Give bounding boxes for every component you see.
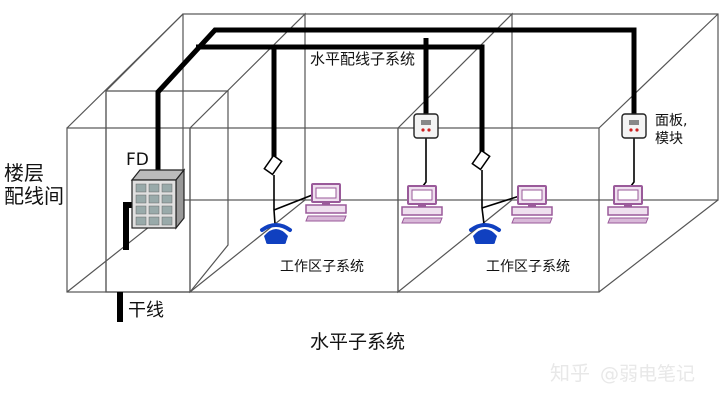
cable-main-trunk: [155, 27, 637, 172]
fd-label: FD: [126, 150, 149, 170]
caption: 水平子系统: [310, 331, 405, 353]
computer-3: [511, 185, 553, 224]
drop-line-4: [627, 138, 635, 191]
watermark-author: @弱电笔记: [600, 363, 695, 385]
computer-4: [607, 185, 649, 224]
work-area-label-1: 工作区子系统: [280, 259, 364, 275]
cable-branch-1: [196, 44, 277, 165]
horizontal-cabling-label: 水平配线子系统: [310, 50, 415, 68]
back-face: [182, 13, 719, 201]
floor-room-label-line1: 楼层: [4, 161, 44, 185]
cable-branch-2: [274, 44, 485, 160]
consolidation-point-2: [471, 149, 491, 171]
floor-room-depth: [105, 13, 184, 92]
depth-edge-top-right: [598, 13, 719, 129]
drop-line-2: [419, 138, 427, 191]
drop-line-3a: [481, 170, 485, 225]
consolidation-point-1: [263, 154, 283, 176]
wall-panel-2: [621, 113, 647, 139]
panel-label-line1: 面板,: [655, 113, 687, 129]
cables: [117, 27, 637, 322]
room-partition-1: [189, 12, 306, 294]
watermark-site: 知乎: [550, 361, 590, 385]
depth-edge-bottom-right: [598, 199, 719, 293]
backbone-label: 干线: [128, 300, 164, 321]
room-partition-2: [397, 12, 513, 294]
fd-cabinet: [130, 168, 186, 230]
floor-room-label-line2: 配线间: [4, 184, 64, 208]
wall-panel-1: [413, 113, 439, 139]
telephone-icon: [469, 223, 501, 244]
panel-label-line2: 模块: [655, 131, 683, 147]
computer-2: [401, 185, 443, 224]
computer-1: [305, 183, 347, 222]
front-face: [66, 127, 600, 293]
work-area-label-2: 工作区子系统: [486, 259, 570, 275]
telephone-icon: [260, 223, 292, 244]
